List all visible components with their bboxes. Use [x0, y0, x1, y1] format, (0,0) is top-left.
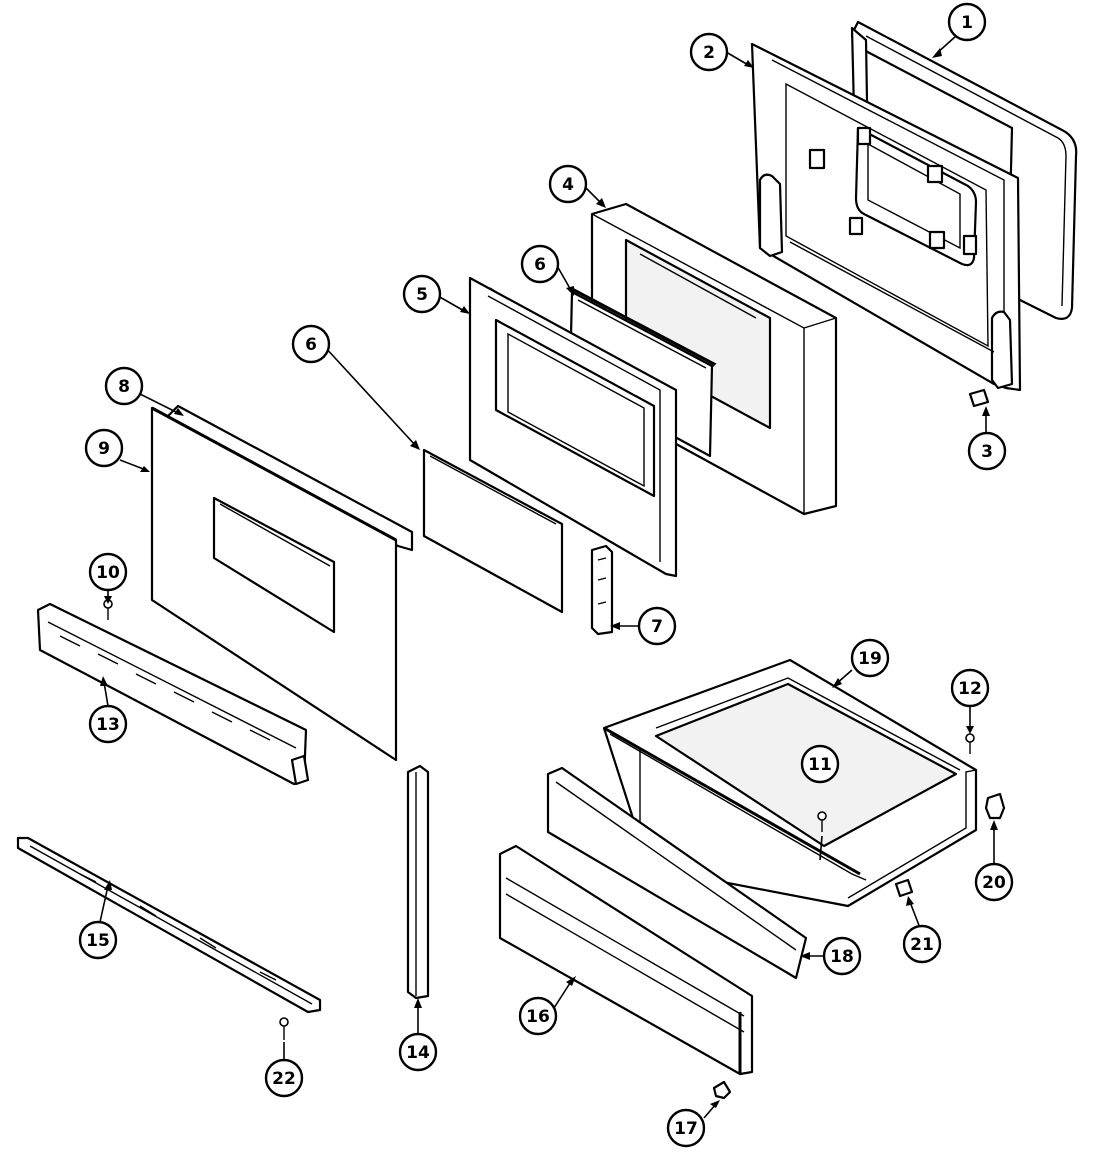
callout-18: 18	[822, 936, 862, 976]
leader-lines	[99, 35, 998, 1119]
part-21-clip	[894, 878, 914, 898]
callout-7: 7	[637, 606, 677, 646]
part-2-inner-door-frame	[750, 42, 1022, 392]
callout-20-label: 20	[982, 873, 1006, 893]
callout-18-label: 18	[830, 947, 854, 967]
callout-12-label: 12	[958, 679, 982, 699]
callout-1-label: 1	[961, 13, 973, 33]
callout-19-label: 19	[858, 649, 882, 669]
part-14-vertical-strip	[406, 764, 430, 1000]
part-7-hinge-bracket	[590, 544, 614, 636]
part-5-door-liner	[468, 276, 678, 578]
part-16-drawer-front	[498, 844, 754, 1076]
callout-15-label: 15	[86, 931, 110, 951]
part-11-screw	[817, 811, 827, 832]
callout-3: 3	[967, 431, 1007, 471]
part-15-lower-trim	[16, 836, 322, 1014]
callout-15: 15	[78, 920, 118, 960]
callout-6-upper-label: 6	[534, 255, 546, 275]
callout-22: 22	[264, 1058, 304, 1098]
callout-14-label: 14	[406, 1043, 430, 1063]
callout-5-label: 5	[416, 285, 428, 305]
callout-19: 19	[850, 638, 890, 678]
callout-14: 14	[398, 1032, 438, 1072]
part-12-screw	[965, 733, 975, 754]
callout-2: 2	[689, 32, 729, 72]
callout-3-label: 3	[981, 442, 993, 462]
part-13-door-vent-trim	[36, 602, 310, 786]
callout-11-label: 11	[808, 755, 832, 775]
part-17-knob	[712, 1080, 732, 1100]
callout-21: 21	[902, 924, 942, 964]
callout-13: 13	[88, 704, 128, 744]
callout-10-label: 10	[96, 563, 120, 583]
callout-21-label: 21	[910, 935, 934, 955]
part-9-outer-door	[150, 406, 398, 762]
callout-11: 11	[800, 744, 840, 784]
callout-20: 20	[974, 862, 1014, 902]
callout-5: 5	[402, 274, 442, 314]
part-22-screw	[279, 1017, 289, 1040]
part-3-clip	[968, 388, 990, 408]
callout-8-label: 8	[118, 377, 130, 397]
callout-13-label: 13	[96, 715, 120, 735]
callout-4: 4	[548, 164, 588, 204]
callout-2-label: 2	[703, 43, 715, 63]
callout-17-label: 17	[674, 1119, 698, 1139]
callout-4-label: 4	[562, 175, 574, 195]
callout-7-label: 7	[651, 617, 663, 637]
callout-17: 17	[666, 1108, 706, 1148]
callout-22-label: 22	[272, 1069, 296, 1089]
callout-6-upper: 6	[520, 244, 560, 284]
callout-16-label: 16	[526, 1007, 550, 1027]
callout-6-lower-label: 6	[305, 335, 317, 355]
part-6-lower-glass	[422, 448, 564, 614]
part-18-drawer-backer	[546, 766, 808, 980]
callout-1: 1	[947, 2, 987, 42]
callout-12: 12	[950, 668, 990, 708]
callout-10: 10	[88, 552, 128, 592]
callout-6-lower: 6	[291, 324, 331, 364]
callout-9: 9	[84, 428, 124, 468]
callout-8: 8	[104, 366, 144, 406]
part-20-glide	[984, 792, 1006, 820]
callout-9-label: 9	[98, 439, 110, 459]
callout-16: 16	[518, 996, 558, 1036]
